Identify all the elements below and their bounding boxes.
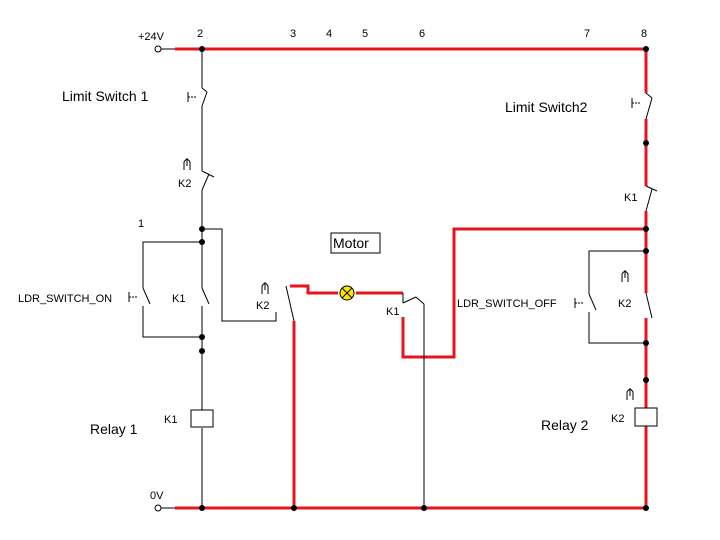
motor-box — [330, 232, 381, 254]
junction-dots — [199, 46, 649, 511]
k2-contact-center — [261, 282, 295, 322]
limit-switch-2-contact — [631, 92, 653, 120]
node-number-3: 3 — [290, 28, 296, 40]
k2-contact-left-label: K2 — [178, 178, 191, 190]
node-number-6: 6 — [419, 28, 425, 40]
limit-switch-2-label: Limit Switch2 — [505, 99, 588, 115]
node-number-8: 8 — [641, 28, 647, 40]
relay-2-coil-label: K2 — [611, 413, 624, 425]
ldr-switch-on-label: LDR_SWITCH_ON — [18, 293, 112, 305]
limit-switch-1-contact — [187, 87, 208, 107]
supply-0v-terminal — [154, 504, 162, 512]
node-number-1: 1 — [138, 218, 144, 230]
supply-24v-terminal — [154, 45, 162, 53]
limit-switch-1-label: Limit Switch 1 — [62, 88, 149, 104]
k1-contact-center-label: K1 — [386, 306, 399, 318]
k2-contact-center-label: K2 — [256, 300, 269, 312]
idle-wires — [142, 49, 646, 508]
supply-24v-label: +24V — [138, 31, 165, 43]
k2-hold-contact-right — [621, 270, 653, 319]
motor-label: Motor — [333, 235, 369, 251]
k1-hold-contact — [201, 287, 210, 305]
node-number-7: 7 — [584, 28, 590, 40]
ldr-switch-on-contact — [128, 287, 151, 305]
supply-0v-label: 0V — [150, 490, 164, 502]
node-number-2: 2 — [197, 28, 203, 40]
node-number-4: 4 — [326, 28, 332, 40]
energized-wires — [175, 47, 648, 510]
k2-nc-contact-left — [183, 158, 215, 191]
k1-contact-center — [402, 293, 425, 320]
motor-lamp — [339, 285, 355, 301]
k1-hold-contact-label: K1 — [172, 293, 185, 305]
relay-1-coil — [190, 409, 214, 428]
relay-1-label: Relay 1 — [90, 421, 138, 437]
relay-2-coil — [634, 407, 658, 427]
node-number-5: 5 — [362, 28, 368, 40]
relay-1-coil-label: K1 — [164, 414, 177, 426]
ldr-switch-off-label: LDR_SWITCH_OFF — [457, 298, 557, 310]
k2-hold-contact-right-label: K2 — [618, 298, 631, 310]
k1-nc-contact-right — [645, 185, 658, 212]
relay-2-label: Relay 2 — [541, 417, 589, 433]
k1-contact-right-label: K1 — [624, 192, 637, 204]
ldr-switch-off-contact — [574, 293, 597, 311]
